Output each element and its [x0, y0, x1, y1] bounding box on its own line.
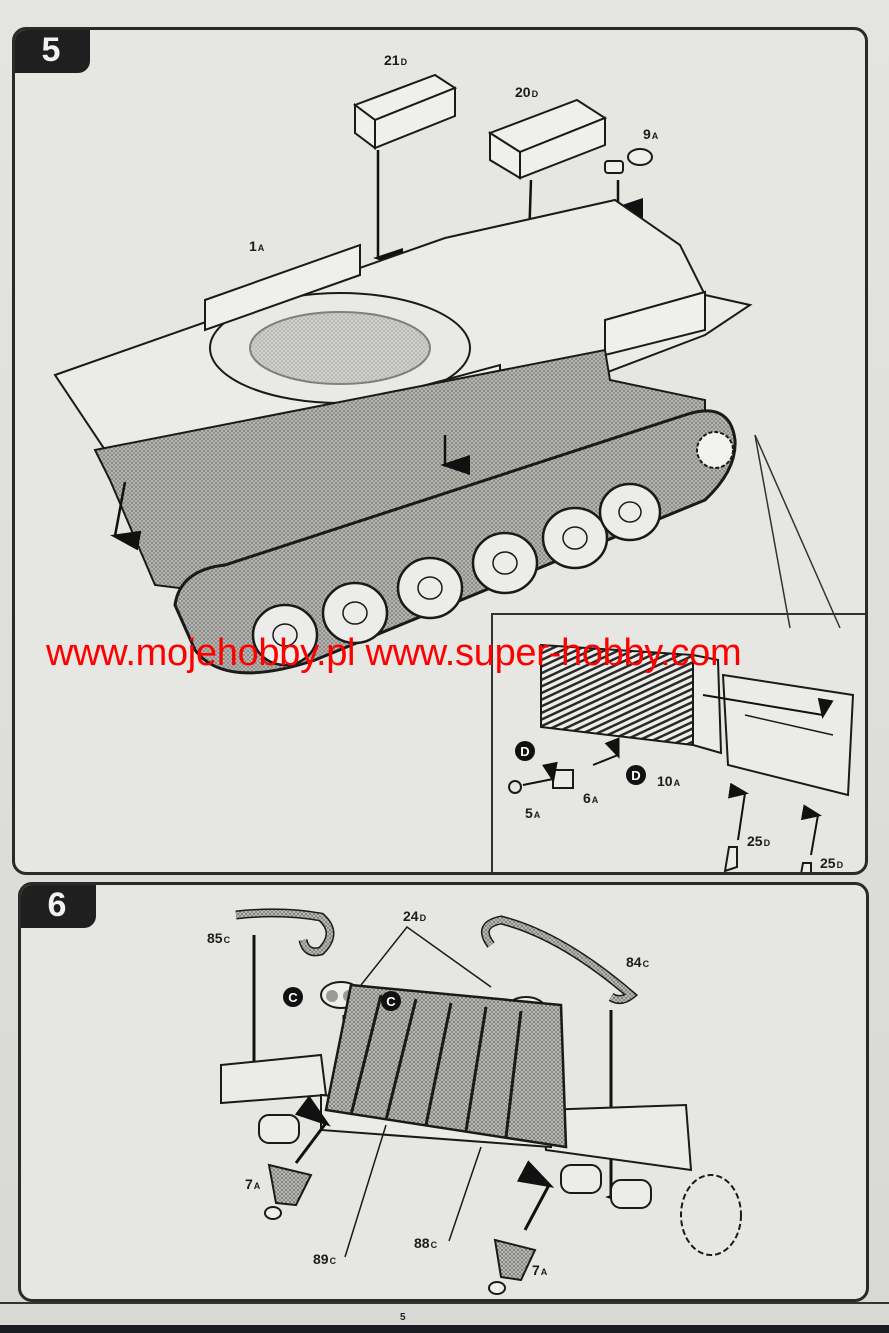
- part-label-25d-1: 25D: [747, 833, 771, 849]
- footer-divider: [0, 1302, 889, 1304]
- page-number: 5: [400, 1312, 406, 1323]
- track: [173, 409, 737, 675]
- part-label-25d-2: 25D: [820, 855, 844, 871]
- part-21d-stowage-box: [352, 73, 458, 150]
- tank-hull-drawing: [53, 73, 841, 675]
- part-label-10a: 10A: [657, 773, 681, 789]
- part-88c-glacis-plate: [324, 983, 568, 1149]
- scan-edge: [0, 1325, 889, 1333]
- part-label-7a-right: 7A: [532, 1262, 548, 1278]
- part-20d-stowage-box: [487, 98, 608, 180]
- marker-c-right: C: [381, 991, 401, 1011]
- part-label-5a: 5A: [525, 805, 541, 821]
- watermark-text: www.mojehobby.pl www.super-hobby.com: [46, 632, 742, 674]
- part-label-85c: 85C: [207, 930, 231, 946]
- part-label-24d: 24D: [403, 908, 427, 924]
- part-label-84c: 84C: [626, 954, 650, 970]
- step-6-panel: 6: [18, 882, 869, 1302]
- part-label-20d: 20D: [515, 84, 539, 100]
- part-label-88c: 88C: [414, 1235, 438, 1251]
- part-label-1a: 1A: [249, 238, 265, 254]
- part-label-21d: 21D: [384, 52, 408, 68]
- part-label-89c: 89C: [313, 1251, 337, 1267]
- part-label-6a: 6A: [583, 790, 599, 806]
- tank-front-drawing: [220, 908, 742, 1295]
- part-84c-tow-cable: [480, 915, 639, 1005]
- step-6-number: 6: [21, 885, 96, 928]
- part-label-9a: 9A: [643, 126, 659, 142]
- part-7a-left-tow-hook: [264, 1163, 313, 1220]
- drive-sprocket: [696, 431, 734, 469]
- step-5-detail-inset: D D 5A 6A 10A 25D 25D: [491, 613, 865, 872]
- marker-c-left: C: [283, 987, 303, 1007]
- part-label-7a-left: 7A: [245, 1176, 261, 1192]
- marker-d-1: D: [515, 741, 535, 761]
- part-7a-right-tow-hook: [488, 1238, 537, 1295]
- step-5-number: 5: [15, 30, 90, 73]
- step-5-panel: 5: [12, 27, 868, 875]
- road-wheels: [251, 482, 662, 667]
- marker-d-2: D: [626, 765, 646, 785]
- rear-grille-drawing: [508, 643, 855, 872]
- part-9a-hook: [604, 148, 653, 174]
